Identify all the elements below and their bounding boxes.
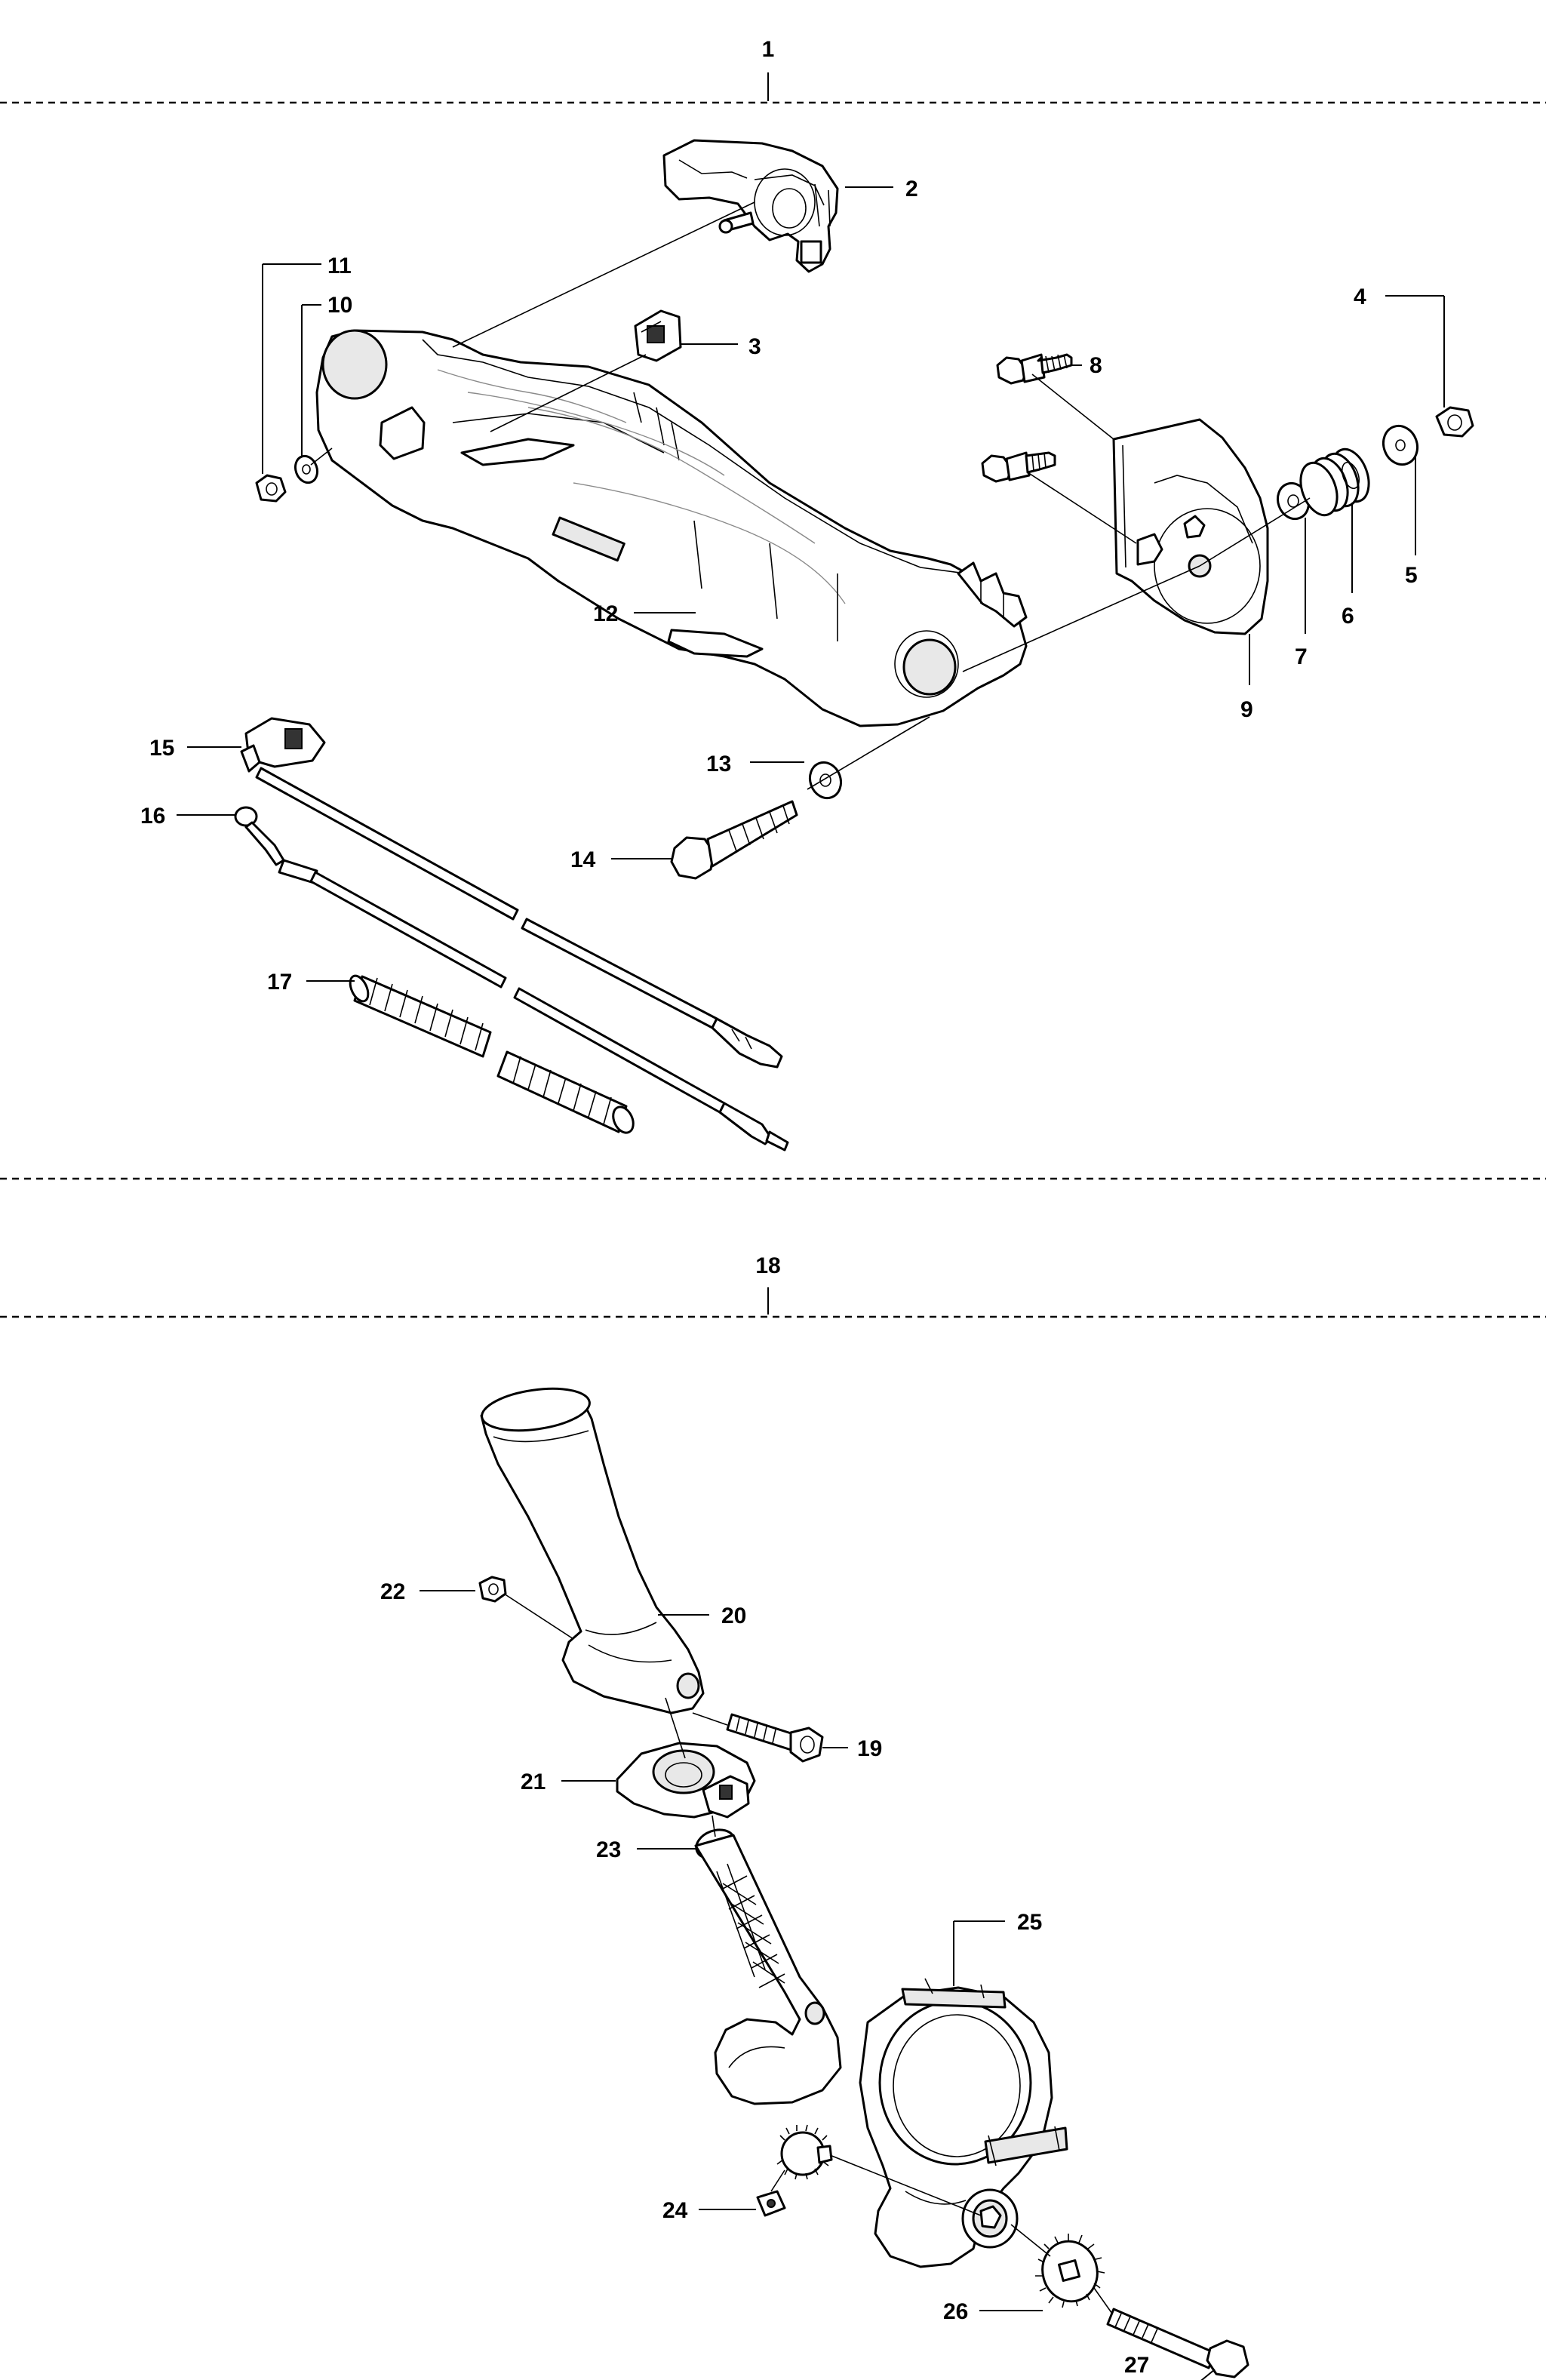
part-23-lever	[694, 1828, 842, 2105]
group-label-1: 1	[762, 37, 775, 62]
part-17-sleeve	[349, 974, 635, 1134]
part-13-washer	[808, 761, 843, 800]
callout-4: 4	[1354, 284, 1366, 309]
callout-13: 13	[706, 752, 731, 776]
callout-17: 17	[267, 970, 292, 995]
callout-11: 11	[327, 254, 352, 278]
callout-15: 15	[149, 736, 174, 761]
callout-25: 25	[1017, 1910, 1042, 1935]
part-24-square-nut	[756, 2190, 786, 2217]
part-2-cable-guide	[662, 139, 839, 273]
part-27-bolt	[1106, 2308, 1249, 2378]
part-8-screws	[981, 353, 1073, 483]
group-18-header: 18	[0, 1177, 1546, 1318]
part-6-spring	[1299, 447, 1370, 517]
callouts-group-18: 19 20 21 22 23 24 25 26 27	[380, 1579, 1149, 2378]
part-11-nut	[255, 474, 287, 503]
group-1-header: 1	[0, 37, 1546, 104]
part-23-gear	[776, 2124, 833, 2180]
part-26-knob	[1035, 2234, 1105, 2308]
part-5-washer	[1382, 424, 1419, 466]
part-12-handle	[315, 329, 1028, 727]
callout-27: 27	[1124, 2353, 1149, 2378]
leader-lines-group-1	[177, 186, 1445, 982]
part-4-nut	[1435, 406, 1474, 438]
part-19-screw	[726, 1713, 824, 1763]
part-22-nut	[478, 1576, 507, 1603]
callout-14: 14	[570, 847, 596, 872]
leader-lines-group-18	[420, 1590, 1216, 2380]
part-16-stop-cable	[234, 806, 789, 1152]
callout-3: 3	[748, 334, 761, 359]
callout-22: 22	[380, 1579, 405, 1604]
callout-2: 2	[905, 177, 918, 201]
part-9-cover-plate	[1112, 418, 1269, 635]
callout-23: 23	[596, 1837, 621, 1862]
callout-19: 19	[857, 1736, 882, 1761]
callout-16: 16	[140, 804, 165, 829]
callout-24: 24	[662, 2198, 688, 2223]
part-3-connector	[634, 309, 682, 362]
part-10-washer	[294, 454, 319, 484]
callout-21: 21	[521, 1770, 546, 1794]
callout-10: 10	[327, 293, 352, 318]
callout-20: 20	[721, 1604, 746, 1628]
part-25-clamp	[859, 1978, 1068, 2268]
group-label-18: 18	[755, 1253, 780, 1278]
part-15-throttle-cable	[240, 717, 783, 1069]
part-20-grip	[480, 1387, 705, 1714]
callout-9: 9	[1240, 697, 1253, 722]
callout-6: 6	[1342, 604, 1354, 629]
callouts-group-1: 2 3 4 5 6 7 8 9 10 11 12 13 14 15 16 17	[140, 177, 1418, 995]
callout-7: 7	[1295, 644, 1308, 669]
part-14-bolt	[670, 800, 798, 880]
part-21-bracket	[616, 1742, 756, 1819]
callout-26: 26	[943, 2299, 968, 2324]
callout-12: 12	[593, 601, 618, 626]
callout-8: 8	[1090, 353, 1102, 378]
callout-5: 5	[1405, 563, 1418, 588]
